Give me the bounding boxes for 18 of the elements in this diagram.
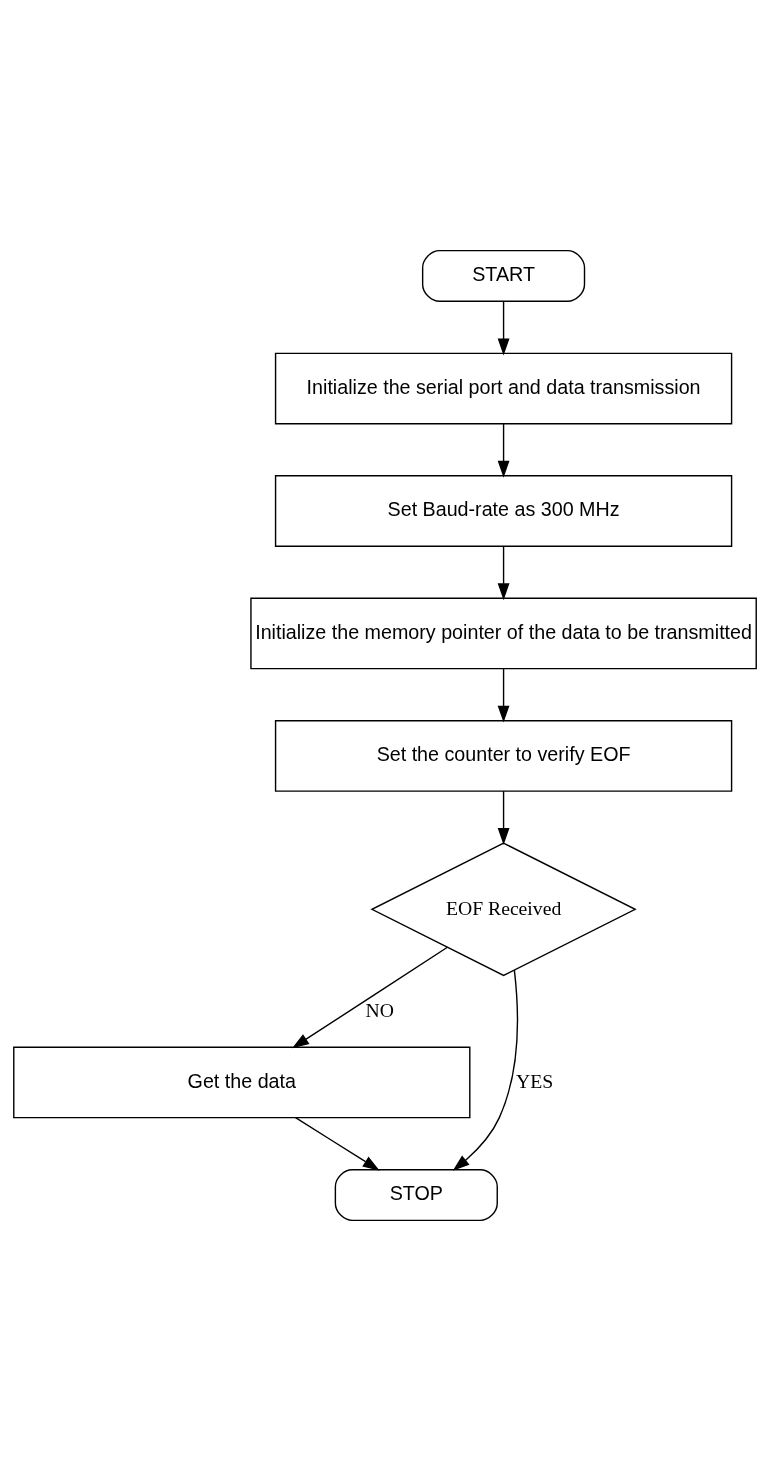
node-diamond: EOF Received	[370, 841, 637, 976]
arrow	[497, 300, 510, 355]
node-box: Initialize the serial port and data transmission	[274, 352, 733, 424]
arrow	[292, 946, 449, 1048]
arrow	[452, 968, 519, 1171]
node-box: Set Baud-rate as 300 MHz	[274, 474, 733, 547]
node-box: Initialize the memory pointer of the data to be transmitted	[250, 597, 757, 669]
arrow	[497, 545, 510, 600]
arrow	[294, 1116, 380, 1171]
node-box: STOP	[334, 1168, 498, 1221]
node-box: START	[421, 249, 586, 302]
arrow	[497, 667, 510, 723]
arrow	[497, 789, 510, 845]
edge-label: NO	[365, 998, 394, 1021]
arrow	[497, 422, 510, 478]
edge-label: YES	[515, 1069, 554, 1092]
node-box: Get the data	[13, 1046, 471, 1118]
node-box: Set the counter to verify EOF	[274, 719, 733, 792]
